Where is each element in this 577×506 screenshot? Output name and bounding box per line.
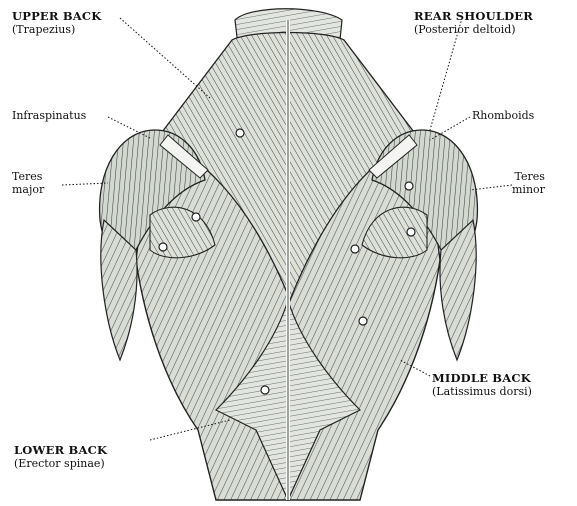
teres-minor-line1: Teres bbox=[512, 170, 545, 183]
infraspinatus-text: Infraspinatus bbox=[12, 109, 86, 122]
label-lower-back: LOWER BACK (Erector spinae) bbox=[14, 444, 107, 470]
rhomboids-text: Rhomboids bbox=[472, 109, 534, 122]
teres-major-line1: Teres bbox=[12, 170, 44, 183]
label-infraspinatus: Infraspinatus bbox=[12, 109, 86, 122]
rear-shoulder-subtitle: (Posterior deltoid) bbox=[414, 23, 533, 36]
label-middle-back: MIDDLE BACK (Latissimus dorsi) bbox=[432, 372, 532, 398]
middle-back-subtitle: (Latissimus dorsi) bbox=[432, 385, 532, 398]
rear-shoulder-title: REAR SHOULDER bbox=[414, 10, 533, 23]
label-teres-minor: Teres minor bbox=[512, 170, 545, 196]
label-rhomboids: Rhomboids bbox=[472, 109, 534, 122]
label-teres-major: Teres major bbox=[12, 170, 44, 196]
upper-back-title: UPPER BACK bbox=[12, 10, 101, 23]
label-rear-shoulder: REAR SHOULDER (Posterior deltoid) bbox=[414, 10, 533, 36]
middle-back-title: MIDDLE BACK bbox=[432, 372, 532, 385]
lower-back-title: LOWER BACK bbox=[14, 444, 107, 457]
upper-back-subtitle: (Trapezius) bbox=[12, 23, 101, 36]
teres-minor-line2: minor bbox=[512, 183, 545, 196]
lower-back-subtitle: (Erector spinae) bbox=[14, 457, 107, 470]
label-upper-back: UPPER BACK (Trapezius) bbox=[12, 10, 101, 36]
teres-major-line2: major bbox=[12, 183, 44, 196]
